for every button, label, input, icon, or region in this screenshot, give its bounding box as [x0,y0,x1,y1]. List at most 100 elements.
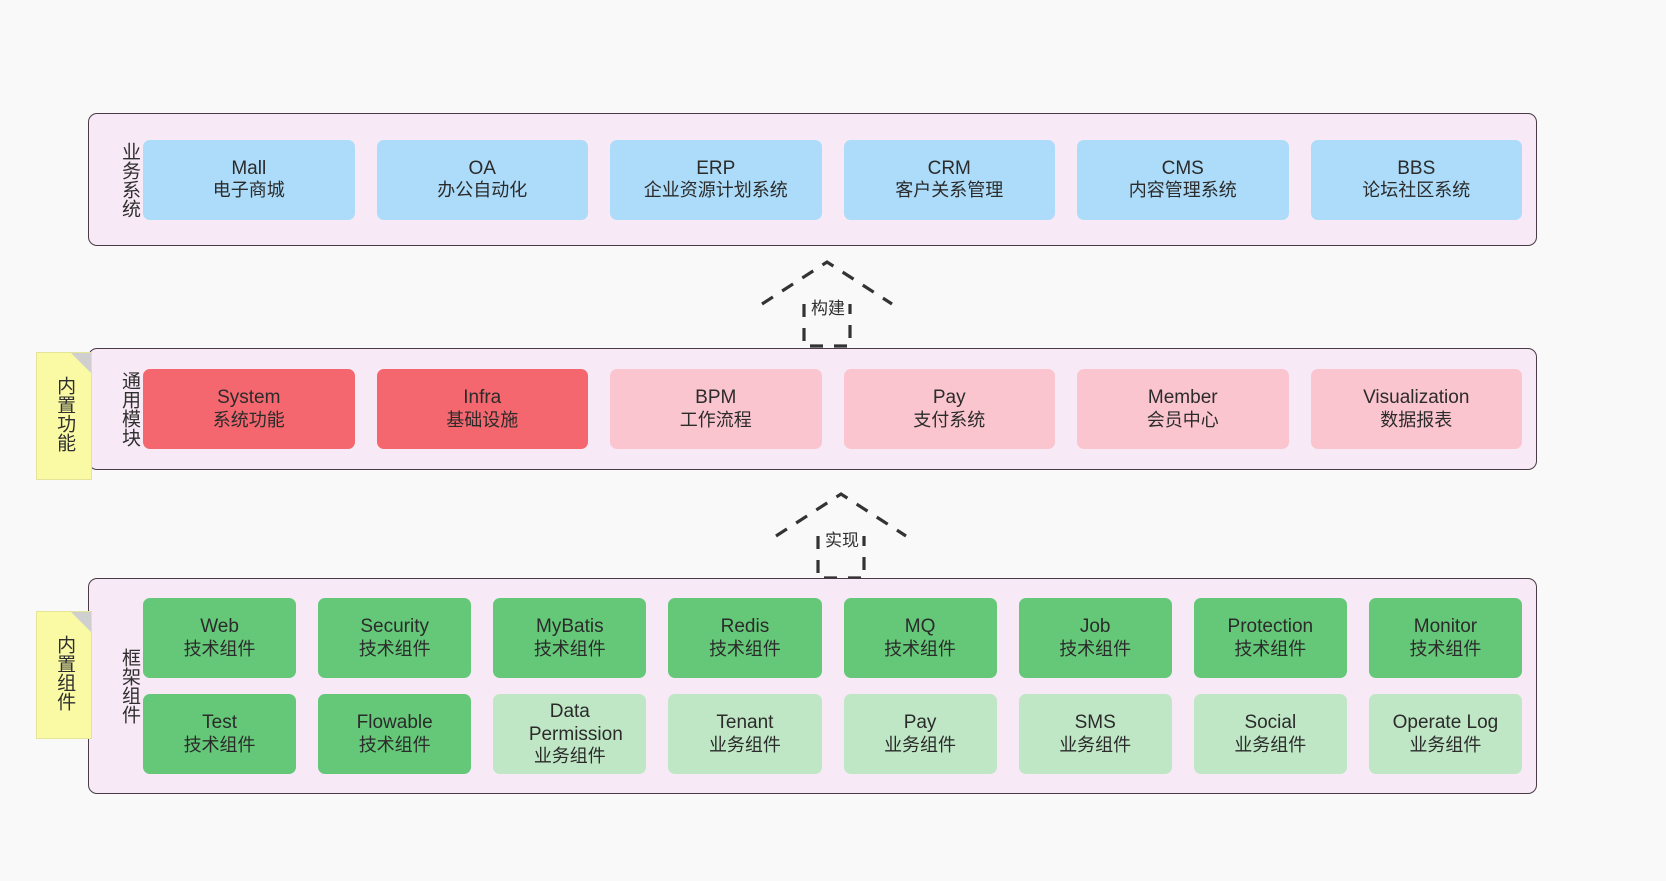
card-test[interactable]: Test 技术组件 [143,694,297,774]
card-subtitle: 技术组件 [358,734,431,755]
card-subtitle: 技术组件 [533,638,606,659]
card-title: Member [1147,387,1218,409]
card-title: Operate Log [1392,712,1499,734]
card-row: Mall 电子商城 OA 办公自动化 ERP 企业资源计划系统 CRM 客户关系… [143,139,1522,220]
card-sms[interactable]: SMS 业务组件 [1018,694,1172,774]
card-subtitle: 技术组件 [358,638,431,659]
card-subtitle: 技术组件 [1234,638,1307,659]
card-title: Test [202,712,237,734]
card-title: Infra [463,387,502,409]
card-title: Redis [720,616,770,638]
connector-build: 构建 [758,258,898,350]
card-title: Social [1244,712,1297,734]
card-infra[interactable]: Infra 基础设施 [376,369,588,449]
card-subtitle: 支付系统 [913,409,986,430]
card-member[interactable]: Member 会员中心 [1077,369,1289,449]
card-subtitle: 技术组件 [1059,638,1132,659]
card-title: Pay [932,387,966,409]
card-subtitle: 技术组件 [884,638,957,659]
card-title: ERP [696,157,736,179]
card-bbs[interactable]: BBS 论坛社区系统 [1310,139,1522,220]
note-fold-corner-icon [71,612,91,632]
card-subtitle: 基础设施 [446,409,519,430]
card-row: System 系统功能 Infra 基础设施 BPM 工作流程 Pay 支付系统… [143,369,1522,449]
card-title: CMS [1161,157,1204,179]
card-monitor[interactable]: Monitor 技术组件 [1368,598,1522,678]
card-subtitle: 技术组件 [708,638,781,659]
card-subtitle: 电子商城 [212,180,285,201]
note-fold-corner-icon [71,353,91,373]
note-builtin-components: 内置组件 [36,611,92,739]
card-data-permission[interactable]: Data Permission 业务组件 [493,694,647,774]
card-mybatis[interactable]: MyBatis 技术组件 [493,598,647,678]
card-subtitle: 技术组件 [183,734,256,755]
layer-business-systems: 业务系统 Mall 电子商城 OA 办公自动化 ERP 企业资源计划系统 CRM… [88,113,1537,246]
card-subtitle: 技术组件 [1409,638,1482,659]
card-mall[interactable]: Mall 电子商城 [143,139,355,220]
card-subtitle: 企业资源计划系统 [643,180,788,201]
card-title: Data Permission [528,700,623,746]
note-label: 内置功能 [54,376,76,452]
card-pay[interactable]: Pay 支付系统 [843,369,1055,449]
card-crm[interactable]: CRM 客户关系管理 [843,139,1055,220]
card-visualization[interactable]: Visualization 数据报表 [1310,369,1522,449]
layer-body-business-systems: Mall 电子商城 OA 办公自动化 ERP 企业资源计划系统 CRM 客户关系… [139,114,1536,245]
card-row: Test 技术组件 Flowable 技术组件 Data Permission … [143,694,1522,774]
card-subtitle: 业务组件 [1234,734,1307,755]
card-title: MQ [904,616,936,638]
card-title: Job [1079,616,1111,638]
card-flowable[interactable]: Flowable 技术组件 [318,694,472,774]
card-security[interactable]: Security 技术组件 [318,598,472,678]
card-bpm[interactable]: BPM 工作流程 [610,369,822,449]
card-subtitle: 工作流程 [679,409,752,430]
layer-title-framework-components: 框架组件 [119,648,140,724]
layer-title-common-modules: 通用模块 [119,371,140,447]
card-pay-business[interactable]: Pay 业务组件 [843,694,997,774]
card-subtitle: 内容管理系统 [1128,180,1237,201]
card-job[interactable]: Job 技术组件 [1018,598,1172,678]
card-subtitle: 业务组件 [533,746,606,767]
layer-common-modules: 通用模块 System 系统功能 Infra 基础设施 BPM 工作流程 Pay… [88,348,1537,470]
note-label: 内置组件 [54,635,76,711]
card-row: Web 技术组件 Security 技术组件 MyBatis 技术组件 Redi… [143,598,1522,678]
card-title: BPM [695,387,737,409]
note-builtin-features: 内置功能 [36,352,92,480]
card-subtitle: 客户关系管理 [895,180,1004,201]
card-subtitle: 论坛社区系统 [1362,180,1471,201]
card-title: Monitor [1413,616,1478,638]
card-subtitle: 业务组件 [1409,734,1482,755]
card-system[interactable]: System 系统功能 [143,369,355,449]
card-subtitle: 数据报表 [1380,409,1453,430]
card-subtitle: 办公自动化 [437,180,528,201]
card-title: BBS [1397,157,1436,179]
card-title: Mall [231,157,267,179]
card-redis[interactable]: Redis 技术组件 [668,598,822,678]
card-web[interactable]: Web 技术组件 [143,598,297,678]
layer-title-business-systems: 业务系统 [119,141,140,218]
card-protection[interactable]: Protection 技术组件 [1193,598,1347,678]
card-subtitle: 系统功能 [212,409,285,430]
card-title: Tenant [716,712,774,734]
card-title: Visualization [1363,387,1470,409]
card-erp[interactable]: ERP 企业资源计划系统 [610,139,822,220]
card-mq[interactable]: MQ 技术组件 [843,598,997,678]
card-title: Pay [903,712,937,734]
connector-label-implement: 实现 [822,526,862,551]
layer-body-framework-components: Web 技术组件 Security 技术组件 MyBatis 技术组件 Redi… [139,579,1536,793]
connector-label-build: 构建 [808,294,848,319]
card-title: SMS [1074,712,1116,734]
card-title: System [217,387,281,409]
card-title: Protection [1227,616,1314,638]
card-oa[interactable]: OA 办公自动化 [376,139,588,220]
card-title: Flowable [356,712,433,734]
connector-implement: 实现 [772,490,912,582]
card-tenant[interactable]: Tenant 业务组件 [668,694,822,774]
card-operate-log[interactable]: Operate Log 业务组件 [1368,694,1522,774]
card-subtitle: 业务组件 [1059,734,1132,755]
card-title: Security [360,616,429,638]
card-cms[interactable]: CMS 内容管理系统 [1077,139,1289,220]
card-social[interactable]: Social 业务组件 [1193,694,1347,774]
card-title: CRM [927,157,971,179]
card-title: Web [200,616,239,638]
